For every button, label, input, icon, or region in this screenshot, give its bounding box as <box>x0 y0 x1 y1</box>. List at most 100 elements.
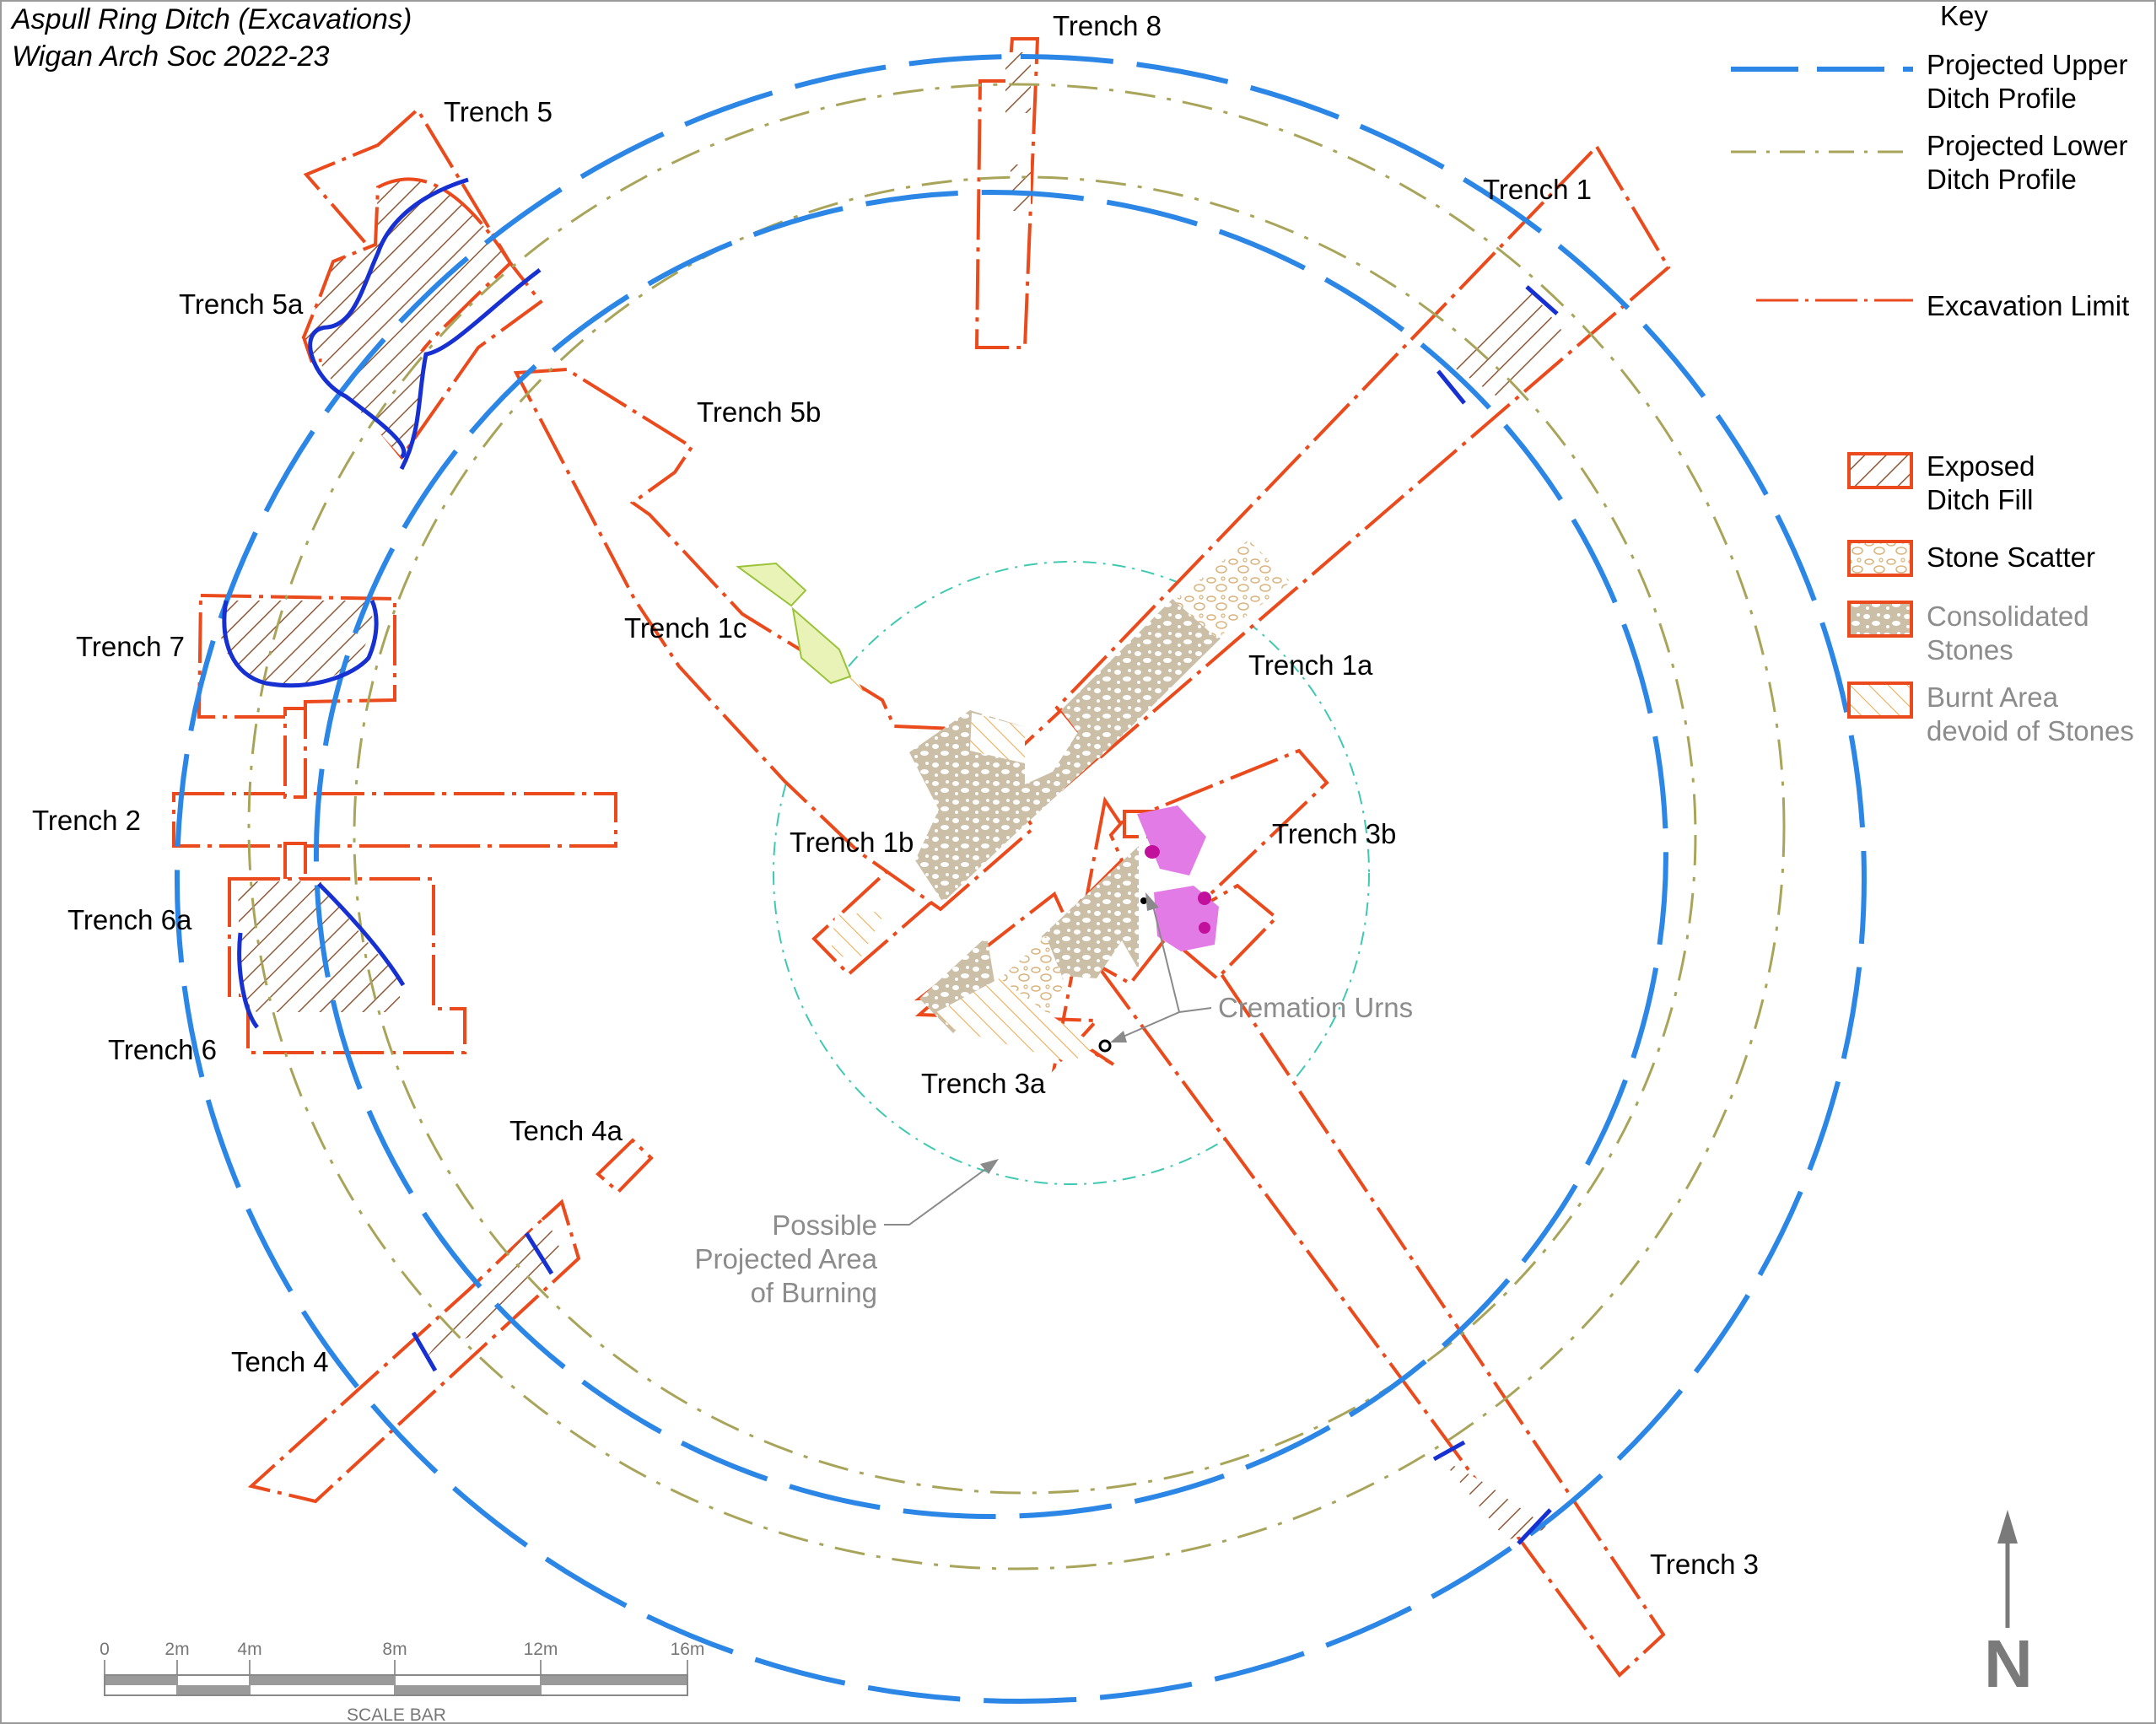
ditch-edge <box>399 268 542 471</box>
ditch-edge-lines <box>222 177 1559 1545</box>
label-trench-3b: Trench 3b <box>1272 818 1396 849</box>
label-trench-5b: Trench 5b <box>697 396 821 428</box>
ditch-fill-trench-8-lower <box>1011 164 1031 211</box>
urn-dot <box>1198 892 1211 905</box>
lower-ditch-profile <box>247 83 1786 1570</box>
scale-caption: SCALE BAR <box>347 1705 446 1724</box>
label-burning-line3: of Burning <box>751 1277 877 1308</box>
ditch-edge <box>317 882 406 987</box>
scale-label-4m: 4m <box>237 1640 261 1659</box>
label-trench-3a: Trench 3a <box>921 1068 1046 1099</box>
label-trench-1c: Trench 1c <box>624 612 747 644</box>
label-trench-6: Trench 6 <box>108 1034 217 1065</box>
label-trench-6a: Trench 6a <box>67 904 192 935</box>
stone-scatter <box>991 540 1291 1021</box>
label-trench-8: Trench 8 <box>1053 10 1162 41</box>
annotation-leaders <box>884 892 1212 1226</box>
burning-leader <box>884 1165 991 1226</box>
label-trench-5a: Trench 5a <box>179 288 304 320</box>
key-lower-label-1: Projected Lower <box>1927 130 2127 161</box>
trench-2-link-outline <box>283 707 307 799</box>
trench-2-outline <box>172 792 617 848</box>
label-trench-1: Trench 1 <box>1483 174 1592 205</box>
key-fill-label-1: Exposed <box>1927 450 2035 482</box>
label-trench-1b: Trench 1b <box>790 827 914 858</box>
green-stone-zone <box>791 606 852 685</box>
burnt-area-zone <box>831 911 886 962</box>
north-arrow: N <box>1984 1510 2033 1701</box>
consolidated-area <box>1061 599 1221 759</box>
key-scatter-swatch <box>1847 540 1913 577</box>
label-cremation-urns: Cremation Urns <box>1218 992 1413 1023</box>
burnt-area-zone <box>970 713 1025 763</box>
label-trench-7: Trench 7 <box>76 631 185 662</box>
ditch-fill-trench-8 <box>1005 52 1031 113</box>
trench-4a-outline <box>596 1138 654 1194</box>
cremation-urn-marker <box>1098 1039 1112 1053</box>
annotation-labels: Cremation Urns Possible Projected Area o… <box>695 992 1414 1308</box>
label-burning-line2: Projected Area <box>695 1243 878 1274</box>
trench-labels: Trench 8 Trench 5 Trench 5a Trench 5b Tr… <box>32 10 1759 1580</box>
urn-area-zone <box>1137 805 1206 875</box>
stone-scatter-area <box>991 936 1065 1021</box>
scale-segment <box>177 1685 250 1695</box>
ditch-fill-trench-7 <box>221 601 373 686</box>
scale-segment <box>541 1675 687 1685</box>
scale-label-8m: 8m <box>382 1640 407 1659</box>
upper-ditch-outer <box>174 54 1867 1704</box>
scale-bar: 0 2m 4m 8m 12m 16m SCALE BAR <box>100 1640 704 1724</box>
ditch-fill-trench-3 <box>1441 1458 1549 1540</box>
burning-leader-arrowhead <box>980 1159 999 1174</box>
key-consolidated-label-2: Stones <box>1927 634 2013 665</box>
map-title-line2: Wigan Arch Soc 2022-23 <box>12 40 330 73</box>
key-heading: Key <box>1940 0 1988 31</box>
north-arrow-head <box>1997 1510 2018 1544</box>
ditch-fill-trench-1 <box>1449 285 1567 397</box>
map-title-line1: Aspull Ring Ditch (Excavations) <box>10 3 412 35</box>
key-consolidated-label-1: Consolidated <box>1927 601 2089 632</box>
possible-burning-circle <box>773 561 1370 1185</box>
upper-ditch-profile <box>174 54 1867 1704</box>
key-upper-label-2: Ditch Profile <box>1927 83 2077 114</box>
label-trench-2: Trench 2 <box>32 805 141 836</box>
urn-leader-arrowhead <box>1145 892 1159 911</box>
ditch-edge <box>1517 1508 1552 1545</box>
north-label: N <box>1984 1626 2033 1701</box>
burnt-area-zone <box>936 978 1097 1063</box>
label-burning-line1: Possible <box>772 1209 877 1241</box>
ditch-edge <box>222 599 379 688</box>
ditch-fill-trench-5a <box>321 331 427 457</box>
scale-segment <box>250 1675 395 1685</box>
scale-label-12m: 12m <box>524 1640 558 1659</box>
label-trench-5: Trench 5 <box>444 96 552 127</box>
key-upper-label-1: Projected Upper <box>1927 49 2127 80</box>
exposed-ditch-fill <box>221 52 1567 1540</box>
key-consolidated-swatch <box>1847 601 1913 638</box>
consolidated-area <box>1039 846 1139 978</box>
lower-ditch-inner <box>353 175 1697 1495</box>
upper-ditch-inner <box>313 190 1668 1519</box>
key-burnt-swatch <box>1847 682 1913 719</box>
scale-label-0: 0 <box>100 1640 110 1659</box>
label-trench-4: Tench 4 <box>231 1346 329 1377</box>
key-lower-label-2: Ditch Profile <box>1927 164 2077 195</box>
stone-scatter-area <box>1174 540 1291 638</box>
key-burnt-label-1: Burnt Area <box>1927 682 2059 713</box>
urn-dot <box>1145 845 1160 859</box>
consolidated-area <box>909 710 1101 902</box>
ditch-edge <box>1525 285 1559 315</box>
key-fill-swatch <box>1847 452 1913 489</box>
consolidated-area <box>919 936 995 1033</box>
key-fill-label-2: Ditch Fill <box>1927 484 2034 515</box>
ditch-edge <box>524 1231 554 1275</box>
label-trench-4a: Tench 4a <box>509 1115 623 1146</box>
scale-label-2m: 2m <box>164 1640 189 1659</box>
green-stone-zone <box>736 562 807 607</box>
scale-segment <box>395 1685 541 1695</box>
lower-ditch-outer <box>247 83 1786 1570</box>
ditch-edge <box>237 932 260 1029</box>
consolidated-stones <box>909 599 1221 1033</box>
trench-6-link-outline <box>283 842 307 881</box>
ditch-fill-trench-4 <box>426 1218 562 1358</box>
